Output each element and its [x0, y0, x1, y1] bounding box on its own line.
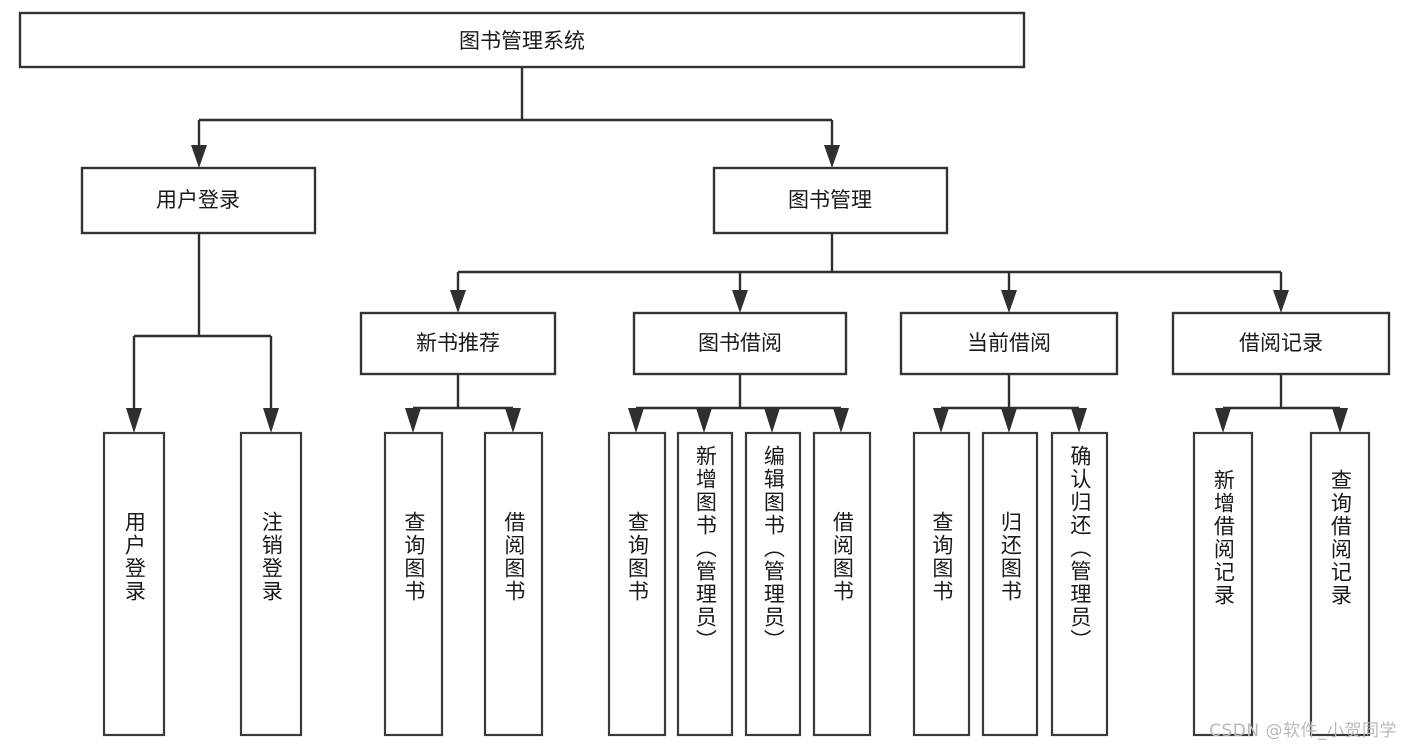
leaf-borrow-book-1-box[interactable] — [483, 431, 544, 737]
leaf-borrow-book-2-box[interactable] — [812, 431, 872, 737]
arrow-to-borrow-record — [1273, 290, 1289, 313]
arrow-to-leaf-user-login — [126, 408, 142, 433]
arrow-to-leaf-add-record — [1215, 408, 1231, 433]
leaf-confirm-return-box[interactable] — [1050, 431, 1109, 737]
node-book-borrow-label: 图书借阅 — [698, 331, 782, 355]
node-borrow-record[interactable]: 借阅记录 — [1171, 311, 1391, 376]
node-current-borrow[interactable]: 当前借阅 — [899, 311, 1119, 376]
node-new-book-recommend-box[interactable] — [359, 311, 557, 376]
edges-user-login-to-leaves — [126, 233, 279, 433]
leaf-query-book-2-box[interactable] — [607, 431, 667, 737]
leaf-edit-book-box[interactable] — [744, 431, 802, 737]
leaf-add-record-box[interactable] — [1192, 431, 1254, 737]
edges-borrow-record-to-leaves — [1215, 374, 1348, 433]
edges-root-to-level2 — [191, 67, 840, 168]
node-user-login-box[interactable] — [80, 166, 317, 235]
node-book-management-box[interactable] — [712, 166, 949, 235]
node-root-box[interactable] — [18, 11, 1026, 69]
arrow-to-book-borrow — [732, 290, 748, 313]
edges-new-book-recommend-to-leaves — [405, 374, 521, 433]
arrow-to-current-borrow — [1001, 290, 1017, 313]
arrow-to-leaf-borrow-book-2 — [833, 408, 849, 433]
csdn-watermark: CSDN @软件_小贺同学 — [1209, 721, 1397, 741]
node-book-management-label: 图书管理 — [788, 188, 872, 212]
arrow-to-leaf-return-book — [1001, 408, 1017, 433]
arrow-to-leaf-query-book-3 — [933, 408, 949, 433]
node-user-login[interactable]: 用户登录 — [80, 166, 317, 235]
arrow-to-leaf-logout-login — [263, 408, 279, 433]
arrow-to-new-book-recommend — [450, 290, 466, 313]
arrow-to-leaf-query-record — [1332, 408, 1348, 433]
arrow-to-leaf-edit-book — [764, 408, 780, 433]
arrow-to-leaf-confirm-return — [1071, 408, 1087, 433]
node-book-management[interactable]: 图书管理 — [712, 166, 949, 235]
leaf-query-book-1-box[interactable] — [383, 431, 444, 737]
leaf-add-book-box[interactable] — [676, 431, 734, 737]
node-new-book-recommend[interactable]: 新书推荐 — [359, 311, 557, 376]
leaf-boxes — [102, 431, 1371, 737]
leaf-query-record-box[interactable] — [1309, 431, 1371, 737]
node-borrow-record-label: 借阅记录 — [1239, 331, 1323, 355]
leaf-query-book-3-box[interactable] — [912, 431, 971, 737]
arrow-to-book-management — [824, 145, 840, 168]
node-root-label: 图书管理系统 — [459, 29, 585, 53]
node-book-borrow-box[interactable] — [632, 311, 848, 376]
node-book-borrow[interactable]: 图书借阅 — [632, 311, 848, 376]
leaf-user-login-box[interactable] — [102, 431, 166, 737]
arrow-to-user-login — [191, 145, 207, 168]
node-root[interactable]: 图书管理系统 — [18, 11, 1026, 69]
arrow-to-leaf-query-book-1 — [405, 408, 421, 433]
leaf-logout-login-box[interactable] — [239, 431, 303, 737]
arrow-to-leaf-borrow-book-1 — [505, 408, 521, 433]
edges-book-management-to-level3 — [450, 233, 1289, 313]
node-current-borrow-box[interactable] — [899, 311, 1119, 376]
node-user-login-label: 用户登录 — [156, 188, 240, 212]
node-new-book-recommend-label: 新书推荐 — [416, 331, 500, 355]
edges-current-borrow-to-leaves — [933, 374, 1087, 433]
arrow-to-leaf-query-book-2 — [628, 408, 644, 433]
node-current-borrow-label: 当前借阅 — [967, 331, 1051, 355]
leaf-return-book-box[interactable] — [981, 431, 1039, 737]
node-borrow-record-box[interactable] — [1171, 311, 1391, 376]
arrow-to-leaf-add-book — [696, 408, 712, 433]
edges-book-borrow-to-leaves — [628, 374, 849, 433]
